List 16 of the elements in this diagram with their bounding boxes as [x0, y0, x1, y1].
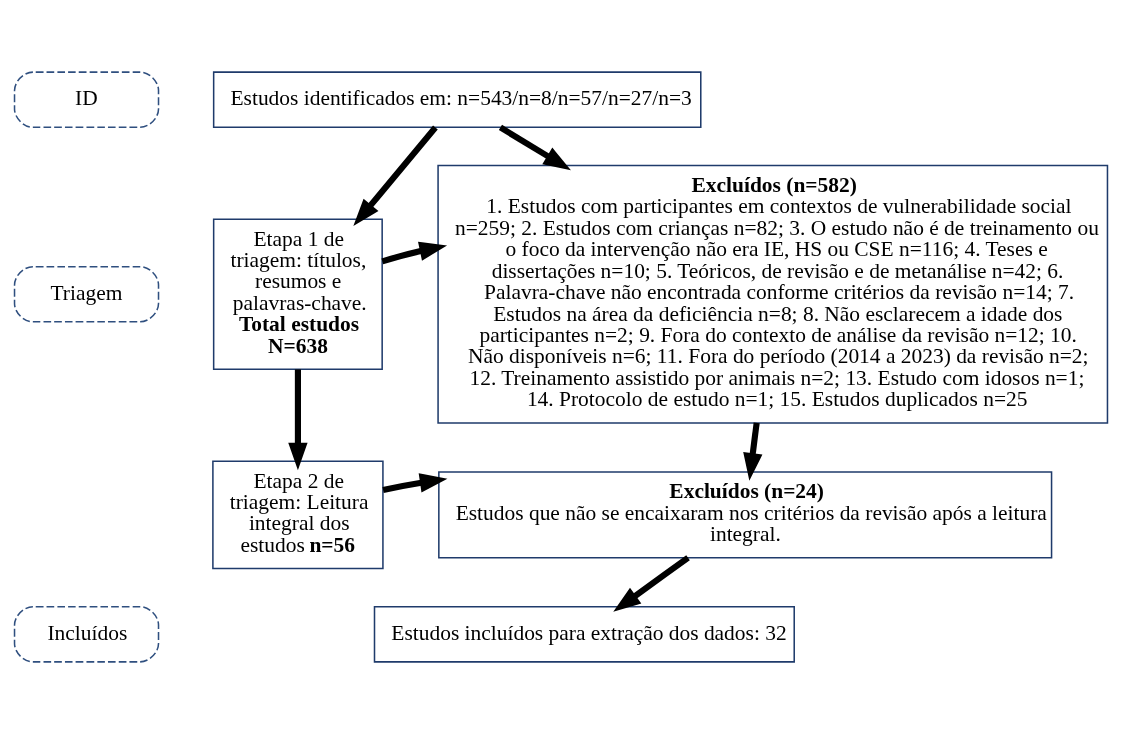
arrow	[382, 472, 448, 493]
node-box: Etapa 1 de triagem: títulos, resumos e palavras-chave. Total estudos N=638	[212, 217, 383, 370]
node-box: Excluídos (n=24) Estudos que não se encaixaram nos critérios da revisão após a leitura integral.	[438, 470, 1053, 558]
arrow	[498, 124, 571, 170]
node-box: ID	[13, 70, 160, 128]
node-box: Excluídos (n=582) 1. Estudos com participantes em contextos de vulnerabilidade social n=259; 2. Estudos com crianças n=82; 3. O estudo não é de treinamento ou o foco da intervenção não era IE, HS ou CSE n=116; 4. Teses e dissertações n=10; 5. Teóricos, de revisão e de metanálise n=42; 6. Palavra-chave não encontrada conforme critérios da revisão n=14; 7. Estudos na área da deficiência n=8; 8. Não esclarecem a idade dos participantes n=2; 9. Fora do contexto de análise da revisão n=12; 10. Não disponíveis n=6; 11. Fora do período (2014 a 2023) da revisão n=2; 12. Treinamento assistido por animais n=2; 13. Estudo com idosos n=1; 14. Protocolo de estudo n=1; 15. Estudos duplicados n=25	[437, 164, 1109, 424]
node-box: Incluídos	[13, 605, 160, 663]
arrow	[743, 422, 763, 481]
node-box: Estudos identificados em: n=543/n=8/n=57/n=27/n=3	[212, 70, 702, 128]
arrow	[613, 554, 690, 612]
node-box: Etapa 2 de triagem: Leitura integral dos estudos n=56	[212, 459, 384, 569]
arrow	[288, 368, 308, 470]
node-box: Triagem	[13, 265, 160, 323]
arrow	[381, 241, 448, 264]
arrow	[353, 125, 438, 226]
node-box: Estudos incluídos para extração dos dados: 32	[373, 605, 795, 663]
